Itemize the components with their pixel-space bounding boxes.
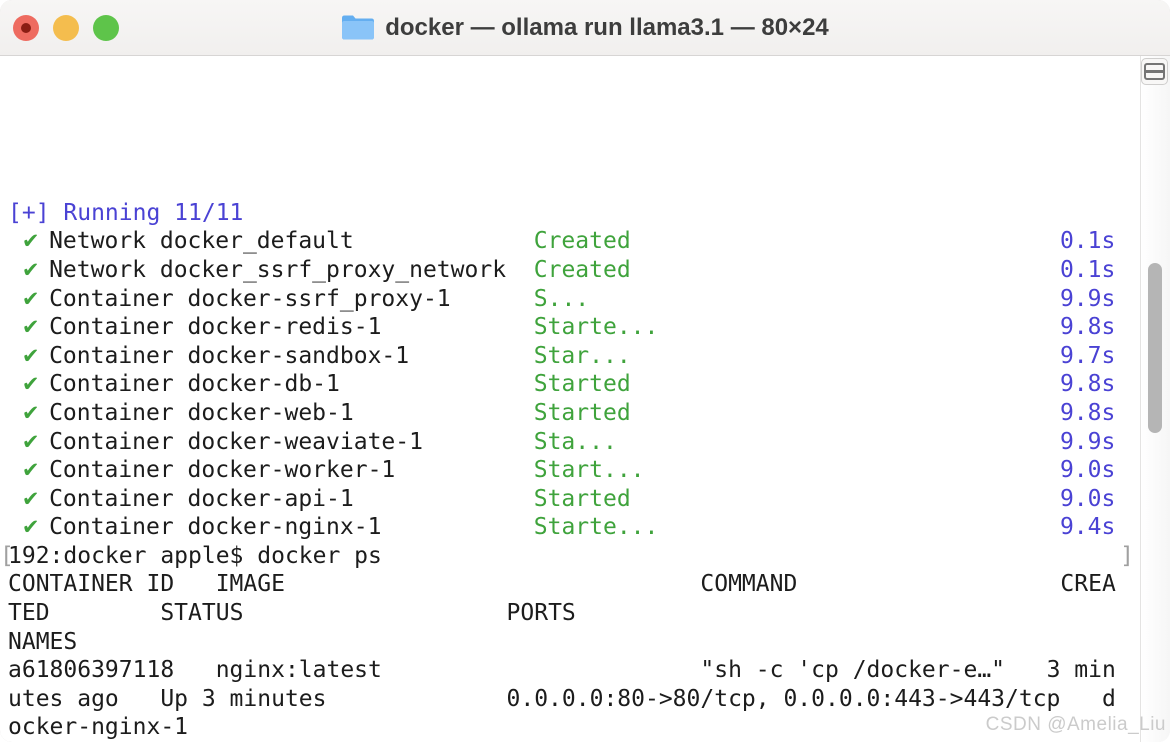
title-bar: docker — ollama run llama3.1 — 80×24 — [0, 0, 1170, 56]
command-mark-close: ] — [1120, 542, 1134, 569]
split-pane-icon — [1144, 63, 1165, 80]
terminal-line: ✔ Container docker-sandbox-1 Star... 9.7… — [21, 342, 1116, 369]
terminal-line — [0, 113, 1170, 142]
terminal-line — [0, 170, 1170, 199]
terminal-line: ✔ Container docker-worker-1 Start... 9.0… — [21, 457, 1116, 484]
terminal-line: ✔ Container docker-api-1 Started 9.0s — [21, 485, 1116, 512]
terminal-line: ✔ Container docker-db-1 Started 9.8s — [21, 371, 1116, 398]
terminal-line: ✔ Network docker_ssrf_proxy_network Crea… — [21, 257, 1116, 284]
scrollbar-thumb[interactable] — [1148, 263, 1162, 433]
terminal-line: ✔ Network docker_default Created 0.1s — [21, 228, 1116, 255]
window-controls — [13, 15, 119, 41]
zoom-button[interactable] — [93, 15, 119, 41]
terminal-screen[interactable]: [+] Running 11/11 ✔ Network docker_defau… — [0, 56, 1170, 742]
terminal-content: [+] Running 11/11 ✔ Network docker_defau… — [0, 56, 1170, 742]
title-group: docker — ollama run llama3.1 — 80×24 — [341, 14, 829, 42]
terminal-line — [0, 56, 1170, 85]
terminal-line: TED STATUS PORTS — [8, 599, 576, 626]
command-mark-open: [ — [0, 542, 14, 569]
terminal-line: ✔ Container docker-weaviate-1 Sta... 9.9… — [21, 428, 1116, 455]
terminal-line: [+] Running 11/11 — [8, 199, 244, 226]
close-button[interactable] — [13, 15, 39, 41]
terminal-line: CONTAINER ID IMAGE COMMAND CREA — [8, 571, 1116, 598]
terminal-line: utes ago Up 3 minutes 0.0.0.0:80->80/tcp… — [8, 685, 1116, 712]
terminal-line: a61806397118 nginx:latest "sh -c 'cp /do… — [8, 657, 1116, 684]
terminal-line: ✔ Container docker-ssrf_proxy-1 S... 9.9… — [21, 285, 1116, 312]
terminal-line: ocker-nginx-1 — [8, 714, 189, 741]
folder-icon — [341, 14, 375, 41]
window-title: docker — ollama run llama3.1 — 80×24 — [385, 13, 829, 41]
terminal-line: ✔ Container docker-redis-1 Starte... 9.8… — [21, 314, 1116, 341]
minimize-button[interactable] — [53, 15, 79, 41]
terminal-line: ✔ Container docker-web-1 Started 9.8s — [21, 399, 1116, 426]
split-pane-button[interactable] — [1141, 58, 1168, 85]
terminal-line: NAMES — [8, 628, 78, 655]
terminal-line: ✔ Container docker-nginx-1 Starte... 9.4… — [21, 514, 1116, 541]
scrollbar[interactable] — [1140, 56, 1170, 742]
terminal-line: 192:docker apple$ docker ps[] — [0, 542, 1134, 569]
terminal-line — [0, 85, 1170, 114]
terminal-line — [0, 142, 1170, 171]
